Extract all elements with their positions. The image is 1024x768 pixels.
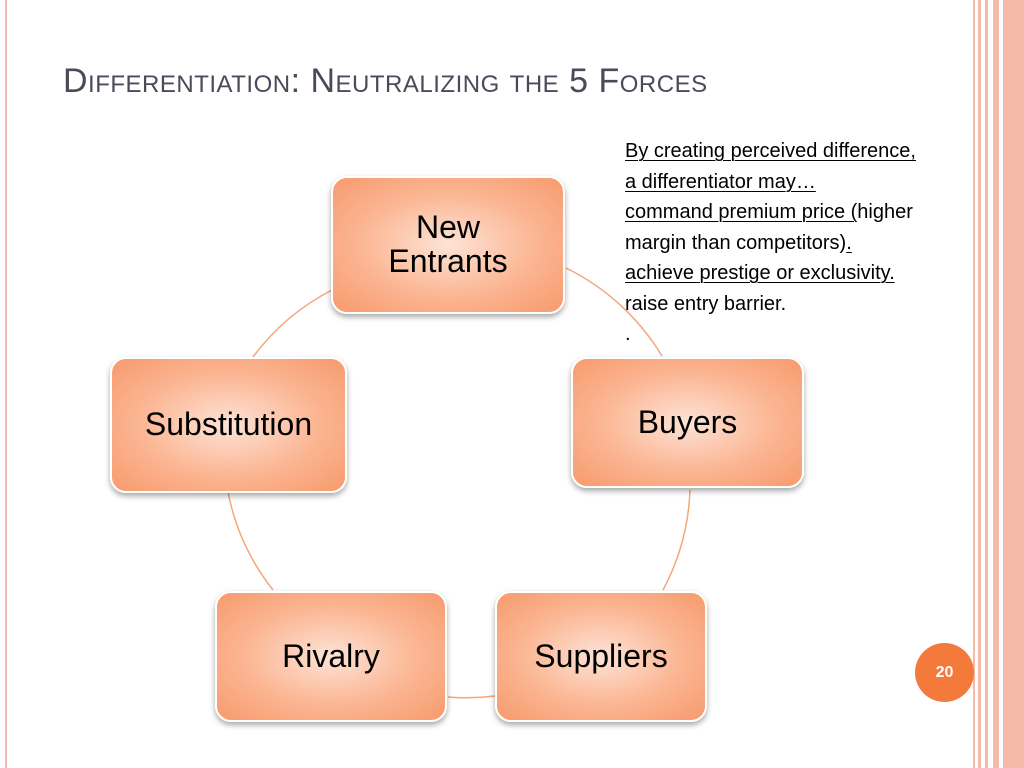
slide-frame [5,0,975,768]
callout-line: higher [857,201,913,223]
callout-line: margin than competitors) [625,231,847,254]
decor-stripe [1003,0,1024,768]
callout-line: raise entry barrier. [625,292,787,315]
arc-rivalry-substitution [227,491,274,591]
arc-new-entrants-buyers [565,267,663,357]
callout-line: achieve prestige or exclusivity. [625,262,895,284]
callout-line: By creating perceived difference, [625,140,916,162]
decor-stripe [978,0,981,768]
node-label: Rivalry [282,637,380,674]
node-new-entrants: New Entrants [331,176,565,314]
arc-substitution-new-entrants [252,289,333,358]
decor-stripe [985,0,988,768]
node-label: Buyers [637,403,738,440]
node-label: Substitution [144,406,313,443]
node-suppliers: Suppliers [495,591,707,722]
node-substitution: Substitution [110,357,347,493]
node-buyers: Buyers [571,357,804,488]
page-number-badge: 20 [915,643,974,702]
callout-line: . [846,231,852,254]
node-label: Suppliers [534,637,668,674]
node-label: New [415,209,480,246]
arc-buyers-suppliers [662,489,691,591]
callout-line: command premium price ( [625,201,858,223]
page-number: 20 [935,663,954,681]
decor-stripe [993,0,999,768]
node-rivalry: Rivalry [215,591,447,722]
callout-line: . [625,323,631,345]
callout-line: a differentiator may… [625,170,816,193]
arc-suppliers-rivalry [447,695,496,699]
node-label: Entrants [388,243,508,279]
slide-title: Differentiation: Neutralizing the 5 Forc… [63,62,708,100]
callout-text: By creating perceived difference, a diff… [625,136,1005,350]
